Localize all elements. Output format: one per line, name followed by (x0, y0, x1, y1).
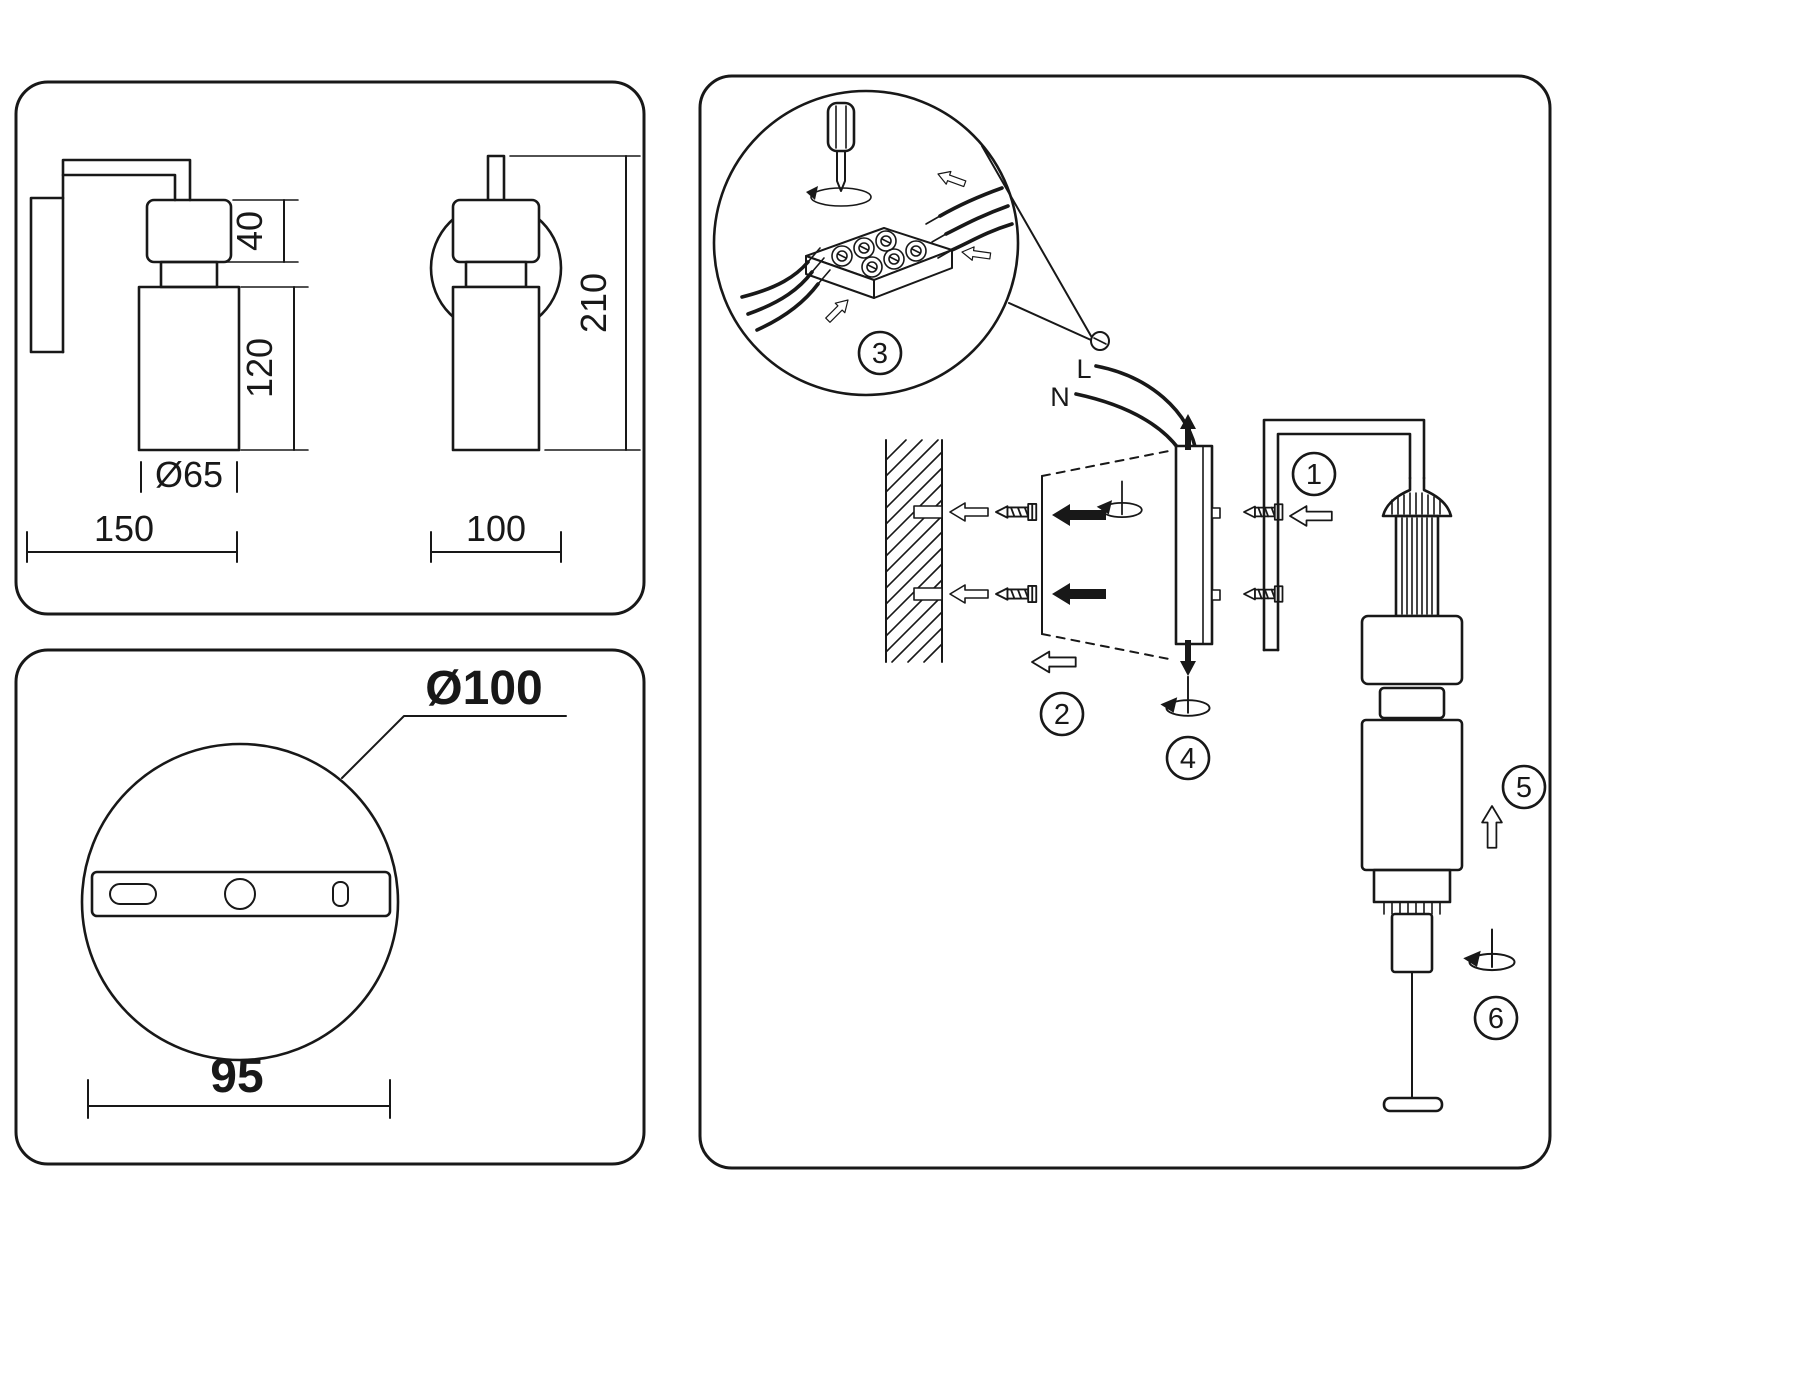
step-number: 1 (1306, 459, 1322, 491)
lamp-neck (159, 260, 219, 289)
dimension-shade-diameter: Ø65 (140, 454, 238, 495)
step2-direction-arrow-icon (1031, 650, 1077, 674)
lamp-front-view (429, 154, 563, 452)
dimension-hole-spacing: 95 (87, 1050, 391, 1119)
base-plate-circle (80, 742, 400, 1062)
socket-shell (1360, 614, 1464, 686)
panel-installation: L N (698, 74, 1552, 1170)
step-badge-5: 5 (1501, 764, 1547, 810)
step6-rotation-icon (1462, 928, 1516, 972)
dim-label-100: 100 (466, 508, 526, 549)
wall-anchor-row-bottom (949, 584, 1038, 604)
keyhole-slot-left (109, 883, 157, 905)
step-badge-1: 1 (1291, 451, 1337, 497)
dim-label-d100: Ø100 (425, 662, 542, 715)
dim-label-150: 150 (94, 508, 154, 549)
step-badge-4: 4 (1165, 735, 1211, 781)
panel-border (14, 80, 646, 616)
wall-section (885, 439, 943, 663)
step1-direction-arrow-icon (1289, 505, 1333, 527)
step-number: 3 (872, 338, 888, 370)
wire-neutral-label: N (1050, 382, 1070, 412)
wall-anchor-icon (995, 503, 1038, 521)
diameter-leader-line (341, 715, 567, 779)
lamp-assembly (1262, 418, 1464, 1113)
screw-rotation-icon (1095, 480, 1143, 519)
socket-bell (1381, 476, 1453, 518)
lamp-shade-front (451, 285, 541, 452)
lamp-neck-front (464, 260, 528, 289)
step-badge-6: 6 (1473, 995, 1519, 1041)
dimension-overall-height: 210 (509, 155, 641, 451)
screw-down-arrow-icon (1180, 640, 1196, 676)
lamp-shade (137, 285, 241, 452)
step-number: 5 (1516, 772, 1532, 804)
terminal-wires (740, 186, 1014, 332)
dim-label-210: 210 (573, 273, 614, 333)
lamp-side-view (29, 158, 241, 452)
panel-border (698, 74, 1552, 1170)
dimension-overall-width: 150 (26, 508, 238, 563)
panel-border (14, 648, 646, 1166)
lamp-head-front (451, 198, 541, 264)
step-number: 4 (1180, 743, 1196, 775)
drill-hole-top (913, 505, 943, 519)
wire-live-label: L (1076, 354, 1091, 384)
callout-leader-lines (981, 145, 1092, 341)
step-number: 2 (1054, 699, 1070, 731)
drill-hole-bottom (913, 587, 943, 601)
panel-base-plate: Ø100 95 (14, 648, 646, 1166)
anchor-screw-arrow-icon (1052, 583, 1106, 605)
dim-label-d65: Ø65 (155, 454, 223, 495)
finial-bar (1382, 1096, 1444, 1113)
dimension-shade-height: 120 (239, 286, 309, 451)
dimension-front-width: 100 (430, 508, 562, 563)
dim-label-40: 40 (229, 211, 270, 251)
plate-tab-bottom (1211, 589, 1221, 601)
keyhole-slot-right (332, 881, 349, 907)
step-number: 6 (1488, 1003, 1504, 1035)
step-badge-2: 2 (1039, 691, 1085, 737)
mounting-plate-side (1159, 414, 1284, 717)
terminal-detail-magnifier (712, 89, 1092, 397)
mounting-cup (1041, 449, 1175, 661)
step5-direction-arrow-icon (1481, 805, 1503, 849)
glass-shade (1360, 718, 1464, 872)
shade-ring (1378, 686, 1446, 720)
insert-arrow-icon (949, 584, 989, 604)
wall-anchor-row-top (949, 502, 1038, 522)
step-badge-3: 3 (857, 330, 903, 376)
bulb-holder (1372, 868, 1452, 904)
insert-arrow-icon (949, 502, 989, 522)
bulb (1390, 912, 1434, 974)
dimension-head-height: 40 (220, 199, 299, 263)
center-hole (224, 878, 256, 910)
panel-dimension-views: 40 120 Ø65 150 2 (14, 80, 646, 616)
lamp-head (145, 198, 233, 264)
screw-rotation-icon (1159, 675, 1211, 717)
plate-tab-top (1211, 507, 1221, 519)
dim-label-120: 120 (239, 338, 280, 398)
wall-anchor-icon (995, 585, 1038, 603)
dim-label-95: 95 (210, 1050, 263, 1103)
screwdriver-icon (806, 101, 872, 207)
mounting-slot-bar (90, 870, 392, 918)
